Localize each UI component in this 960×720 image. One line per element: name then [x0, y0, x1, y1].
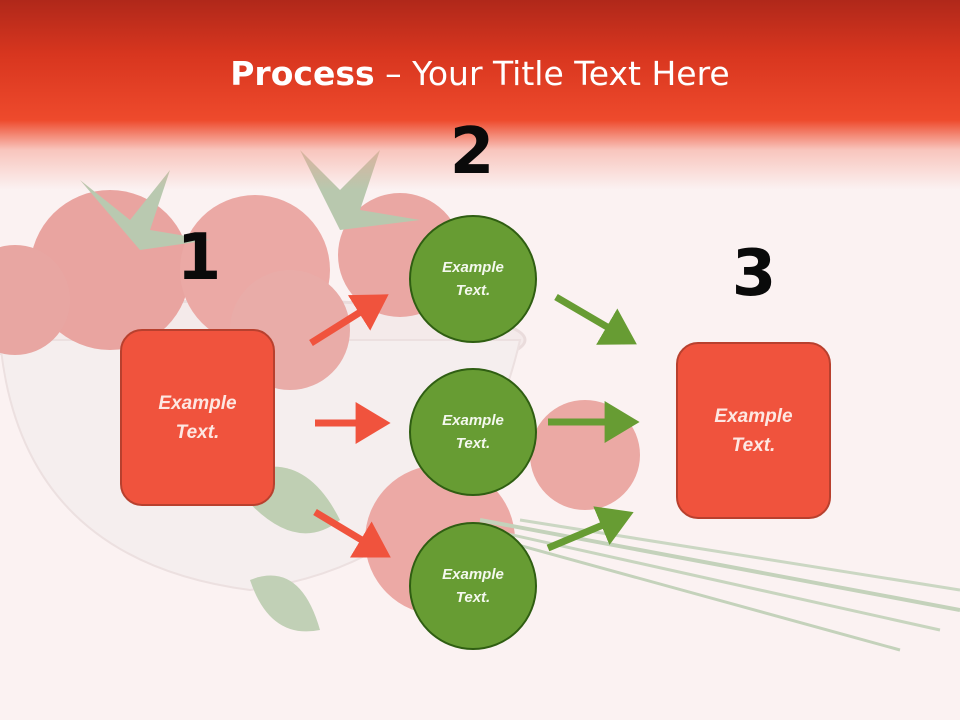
step-number-2: 2: [449, 115, 495, 189]
step-1-box: Example Text.: [120, 329, 275, 506]
step-3-box: Example Text.: [676, 342, 831, 519]
header-band: [0, 0, 960, 190]
step-number-3: 3: [731, 237, 777, 311]
title-bold: Process: [230, 54, 375, 93]
arrow-1-to-top: [309, 294, 389, 346]
circle-middle-text: Example Text.: [442, 412, 504, 452]
step-2-circle-top: Example Text.: [409, 215, 537, 343]
circle-bottom-text: Example Text.: [442, 566, 504, 606]
step-number-1: 1: [176, 221, 222, 295]
title-rest: – Your Title Text Here: [374, 54, 730, 93]
arrow-bottom-to-3: [546, 506, 634, 552]
slide-title: Process – Your Title Text Here: [0, 52, 960, 96]
step-3-box-text: Example Text.: [714, 405, 793, 456]
arrow-top-to-3: [554, 293, 637, 345]
arrow-1-to-bottom: [313, 508, 391, 558]
step-2-circle-bottom: Example Text.: [409, 522, 537, 650]
circle-top-text: Example Text.: [442, 259, 504, 299]
step-1-box-text: Example Text.: [158, 392, 237, 443]
step-2-circle-middle: Example Text.: [409, 368, 537, 496]
